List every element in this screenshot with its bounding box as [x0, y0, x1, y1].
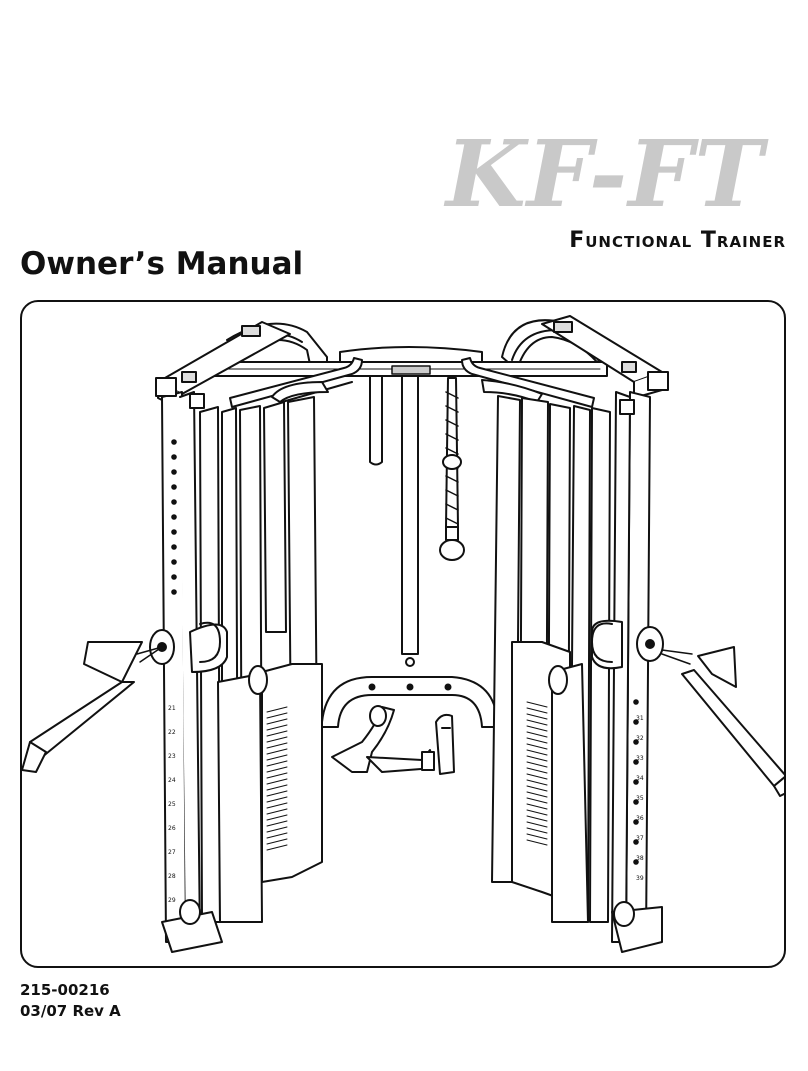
illustration-frame: 21 22 23 24 25 26 27 28 29 31 32 33 34 35 36 37 38 39 [20, 300, 786, 968]
column-number: 21 [168, 705, 176, 712]
right-column-labels: 31 32 33 34 35 36 37 38 39 [636, 715, 644, 882]
center-long-post [401, 375, 419, 667]
top-diagonal-beam-right [541, 315, 663, 399]
functional-trainer-illustration: 21 22 23 24 25 26 27 28 29 31 32 33 34 35 36 37 38 39 [22, 315, 784, 953]
column-number: 28 [168, 873, 176, 880]
revision: 03/07 Rev A [20, 1002, 121, 1020]
top-cap-right [647, 371, 669, 391]
climbing-rope [439, 377, 465, 561]
right-weight-stack [526, 701, 548, 846]
column-number: 37 [636, 835, 644, 842]
column-number: 32 [636, 735, 644, 742]
top-crossbar [211, 361, 608, 377]
column-number: 31 [636, 715, 644, 722]
model-logo: KF-FT [445, 120, 764, 228]
document-footer: 215-00216 03/07 Rev A [20, 980, 121, 1022]
column-number: 24 [168, 777, 176, 784]
left-tower [149, 391, 323, 953]
side-clamp-right [619, 399, 635, 415]
left-column-labels: 21 22 23 24 25 26 27 28 29 [168, 705, 176, 904]
product-name: Functional Trainer [569, 228, 786, 253]
document-title: Owner’s Manual [20, 246, 304, 282]
column-number: 33 [636, 755, 644, 762]
column-number: 22 [168, 729, 176, 736]
top-cap-left [155, 377, 177, 397]
column-number: 34 [636, 775, 644, 782]
column-number: 26 [168, 825, 176, 832]
floor-accessories [331, 705, 455, 775]
column-number: 25 [168, 801, 176, 808]
side-clamp-left [189, 393, 205, 409]
column-number: 35 [636, 795, 644, 802]
top-back-plate [339, 346, 483, 365]
base-connecting-bar [321, 676, 498, 728]
left-triangle-handle [22, 641, 163, 773]
left-weight-stack [266, 706, 288, 851]
left-column-holes [171, 439, 177, 595]
right-triangle-handle [661, 646, 784, 797]
column-number: 23 [168, 753, 176, 760]
part-number: 215-00216 [20, 981, 110, 999]
column-number: 39 [636, 875, 644, 882]
column-number: 36 [636, 815, 644, 822]
center-short-post [369, 375, 383, 466]
column-number: 38 [636, 855, 644, 862]
chin-up-handle-left [229, 357, 363, 408]
right-tower [491, 391, 664, 953]
column-number: 29 [168, 897, 176, 904]
column-number: 27 [168, 849, 176, 856]
right-column-holes [633, 699, 639, 865]
